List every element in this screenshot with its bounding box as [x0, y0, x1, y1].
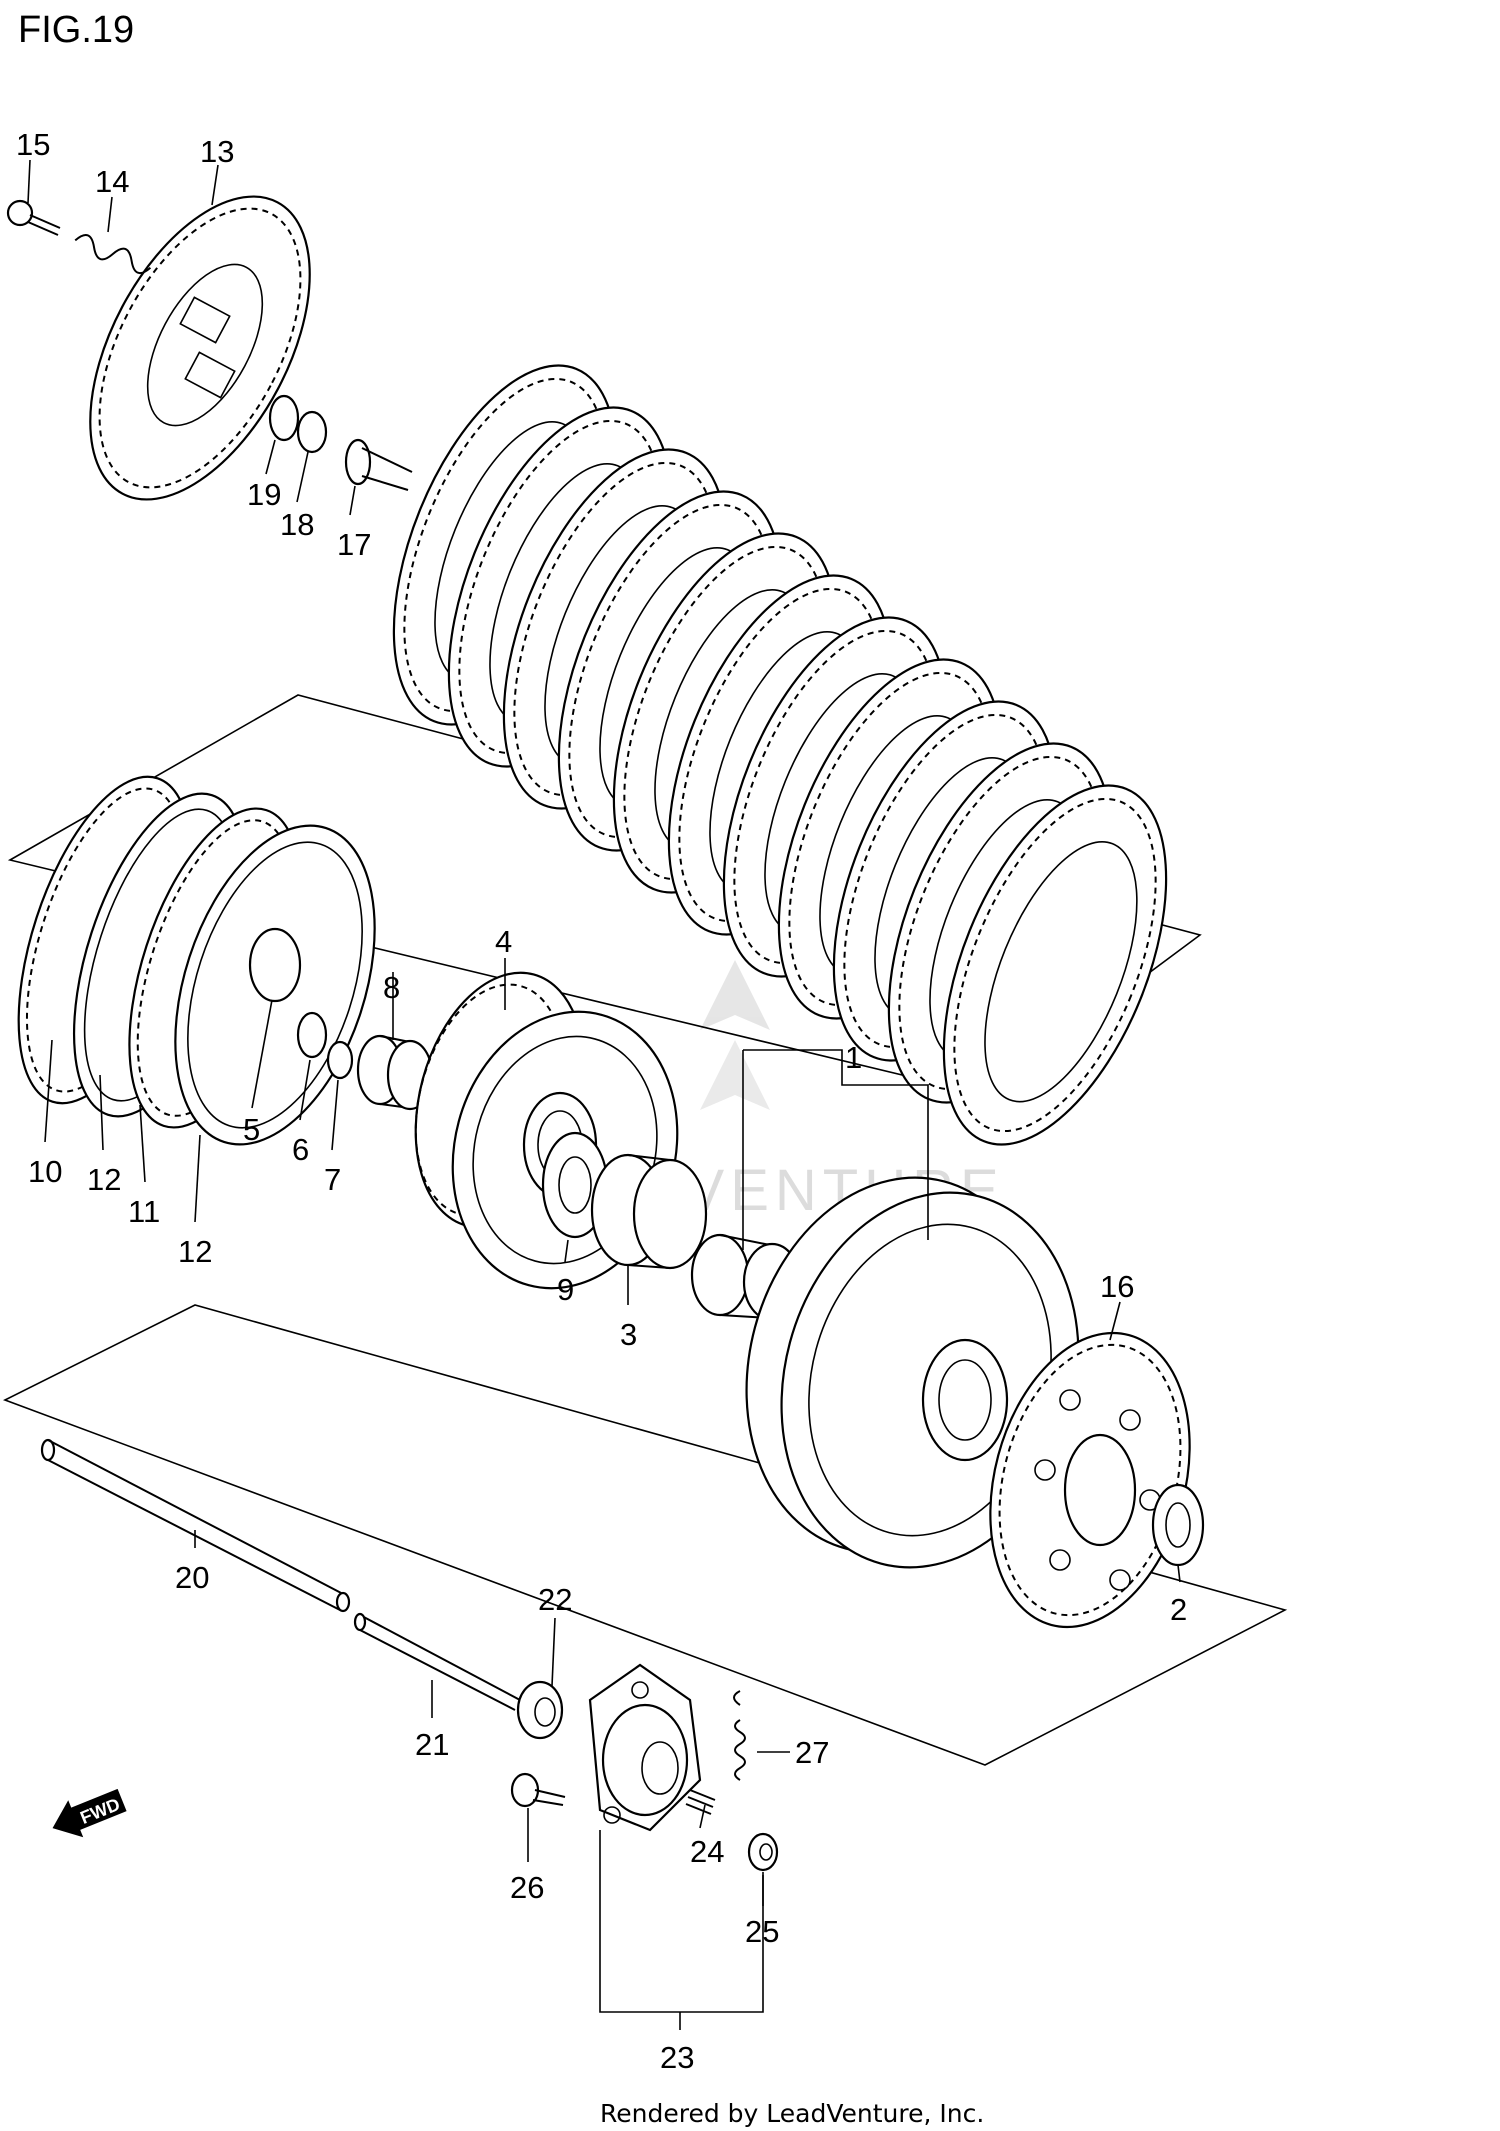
callout-25: 25 [745, 1914, 779, 1949]
bleeder-24 [685, 1789, 716, 1815]
callout-4: 4 [495, 924, 512, 959]
callout-12a: 12 [87, 1162, 121, 1197]
seat-7 [326, 1040, 354, 1080]
watermark-logo-icon [700, 1040, 770, 1110]
callout-9: 9 [557, 1272, 574, 1307]
callout-14: 14 [95, 164, 129, 199]
rod-21 [353, 1612, 521, 1711]
pressure-plate [89, 195, 311, 501]
release-rod-frame [2, 1304, 1288, 1766]
callout-16: 16 [1100, 1269, 1134, 1304]
callout-10: 10 [28, 1154, 62, 1189]
callout-21: 21 [415, 1727, 449, 1762]
cap-25 [747, 1832, 779, 1872]
callout-8: 8 [383, 970, 400, 1005]
sprocket-16 [989, 1331, 1191, 1629]
callout-6: 6 [292, 1132, 309, 1167]
plate-12-right [174, 824, 376, 1146]
watermark-logo-icon [700, 960, 770, 1030]
spring-27 [733, 1690, 746, 1781]
callout-3: 3 [620, 1317, 637, 1352]
callout-15: 15 [16, 127, 50, 162]
callout-22: 22 [538, 1582, 572, 1617]
washer-2-hole [1165, 1502, 1191, 1548]
callout-23: 23 [660, 2040, 694, 2075]
footer-credit: Rendered by LeadVenture, Inc. [600, 2099, 984, 2128]
clutch-plates-frame [7, 694, 1202, 1096]
callout-20: 20 [175, 1560, 209, 1595]
bearing-18 [296, 410, 328, 454]
forward-arrow-icon [52, 1788, 127, 1838]
needle-bearing-3 [590, 1153, 708, 1270]
rod-20 [40, 1438, 351, 1613]
callout-24: 24 [690, 1834, 724, 1869]
spring-14 [74, 233, 152, 275]
forward-direction-badge: FWD [52, 1788, 127, 1838]
washer-9-hole [558, 1156, 592, 1214]
release-cylinder-23 [588, 1663, 702, 1832]
oil-seal-22 [516, 1680, 564, 1740]
callout-labels: 1 2 3 4 5 6 7 8 9 10 11 12 12 13 14 15 1… [16, 127, 1187, 2075]
callout-27: 27 [795, 1735, 829, 1770]
washer-19 [268, 394, 300, 442]
callout-19: 19 [247, 477, 281, 512]
callout-1: 1 [845, 1040, 862, 1075]
clutch-plate [942, 784, 1168, 1146]
callout-11: 11 [128, 1194, 160, 1229]
leader-lines [27, 159, 1181, 2030]
callout-17: 17 [337, 527, 371, 562]
clutch-plate-stack [392, 364, 1168, 1146]
callout-18: 18 [280, 507, 314, 542]
callout-12b: 12 [178, 1234, 212, 1269]
callout-7: 7 [324, 1162, 341, 1197]
bolt-26 [510, 1772, 566, 1808]
figure-title: FIG.19 [18, 9, 134, 51]
pushrod-17 [344, 438, 413, 491]
washer-6 [296, 1011, 328, 1059]
callout-2: 2 [1170, 1592, 1187, 1627]
callout-13: 13 [200, 134, 234, 169]
callout-26: 26 [510, 1870, 544, 1905]
washer-2 [1151, 1483, 1205, 1567]
callout-5: 5 [243, 1112, 260, 1147]
bolt-15 [6, 199, 61, 236]
